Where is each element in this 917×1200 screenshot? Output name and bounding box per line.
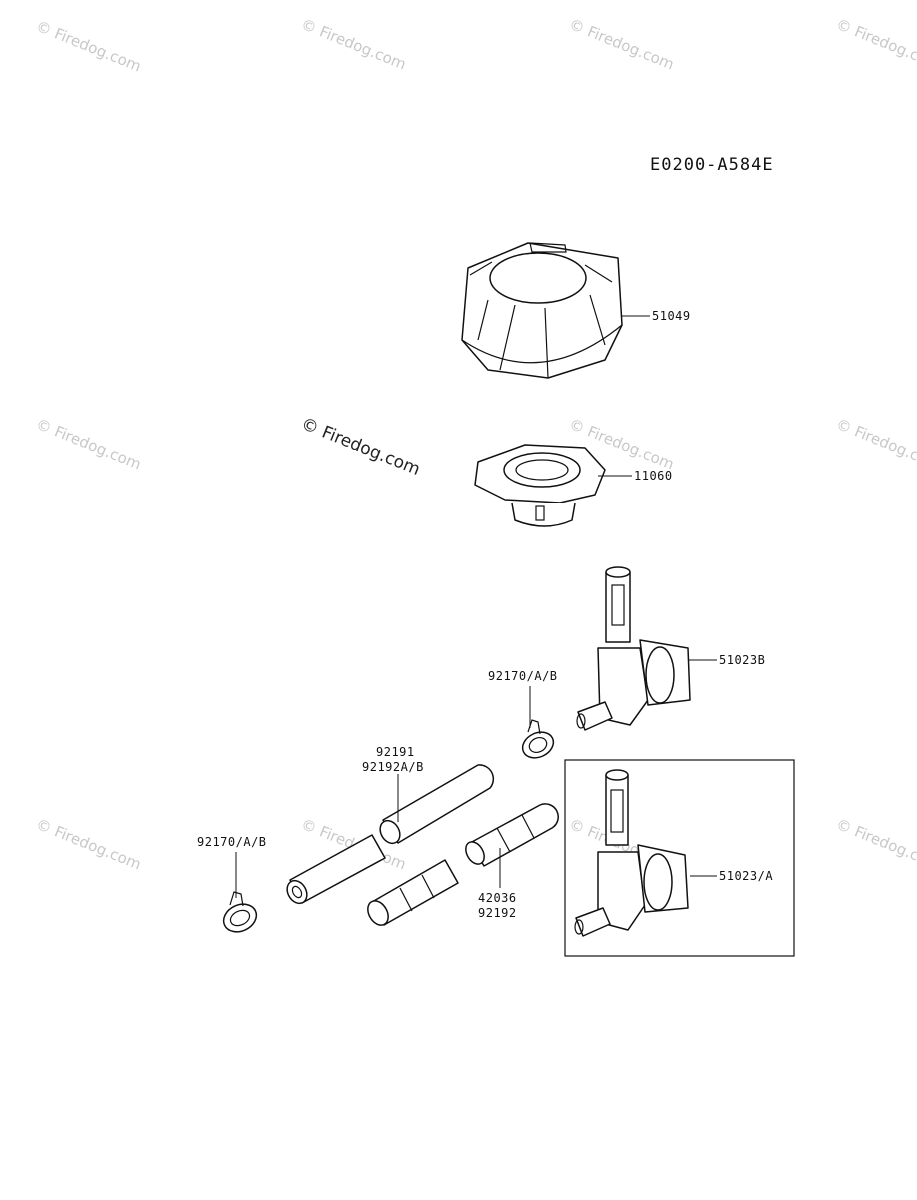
label-92191: 92191: [376, 745, 415, 759]
watermark-faint: © Firedog.com: [567, 15, 677, 73]
hose-upper-illustration: [286, 764, 495, 905]
watermark-faint: © Firedog.com: [834, 415, 917, 473]
label-92192: 92192: [478, 906, 517, 920]
watermark-faint: © Firedog.com: [299, 15, 409, 73]
label-51023B: 51023B: [719, 653, 765, 667]
fuel-cock-b-illustration: [576, 566, 691, 731]
clamp-lower-illustration: [222, 891, 258, 933]
clamp-upper-illustration: [521, 719, 555, 759]
label-92170-lower: 92170/A/B: [197, 835, 267, 849]
watermark-faint: © Firedog.com: [834, 15, 917, 73]
label-92192AB: 92192A/B: [362, 760, 424, 774]
watermark-faint: © Firedog.com: [34, 815, 144, 873]
label-11060: 11060: [634, 469, 673, 483]
inset-frame: [564, 759, 795, 957]
watermark-prominent: © Firedog.com: [298, 414, 423, 480]
label-42036: 42036: [478, 891, 517, 905]
fuel-cap-illustration: [461, 242, 623, 379]
cap-seat-illustration: [474, 444, 606, 527]
hose-lower-illustration: [367, 803, 559, 926]
fuel-cock-a-illustration: [574, 769, 689, 937]
watermark-faint: © Firedog.com: [34, 17, 144, 75]
watermark-faint: © Firedog.com: [34, 415, 144, 473]
label-92170-upper: 92170/A/B: [488, 669, 558, 683]
diagram-code: E0200-A584E: [650, 155, 774, 175]
label-51049: 51049: [652, 309, 691, 323]
watermark-grid: © Firedog.com © Firedog.com © Firedog.co…: [34, 15, 917, 873]
label-51023A: 51023/A: [719, 869, 773, 883]
watermark-faint: © Firedog.com: [834, 815, 917, 873]
